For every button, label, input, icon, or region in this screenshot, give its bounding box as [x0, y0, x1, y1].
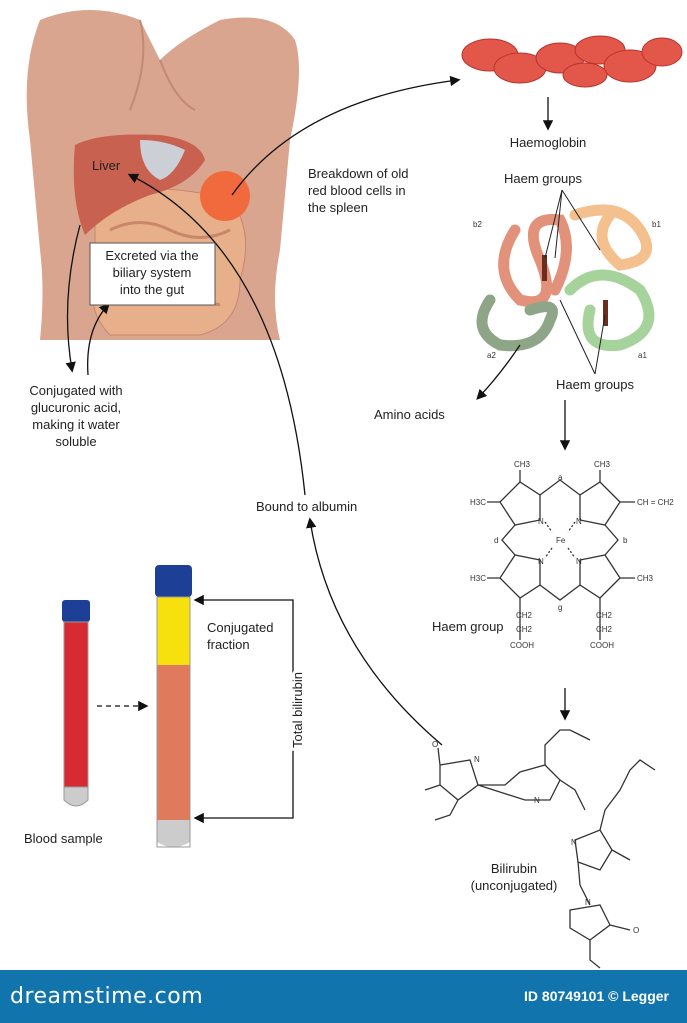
svg-text:CH2: CH2 — [596, 625, 613, 634]
svg-text:O: O — [633, 926, 639, 935]
bilirubin-structure — [424, 729, 656, 969]
svg-text:Haem groups: Haem groups — [556, 377, 635, 392]
svg-text:CH3: CH3 — [637, 574, 654, 583]
svg-text:into the gut: into the gut — [120, 282, 185, 297]
svg-text:N: N — [585, 898, 591, 907]
arrow-spleen-to-rbc — [231, 75, 461, 196]
svg-text:Conjugated with: Conjugated with — [29, 383, 122, 398]
haemoglobin-structure — [476, 204, 655, 352]
svg-text:N: N — [474, 755, 480, 764]
svg-text:making it water: making it water — [32, 417, 120, 432]
svg-text:(unconjugated): (unconjugated) — [471, 878, 558, 893]
svg-text:CH2: CH2 — [516, 611, 533, 620]
svg-text:Amino acids: Amino acids — [374, 407, 445, 422]
svg-text:fraction: fraction — [207, 637, 250, 652]
svg-text:red blood cells in: red blood cells in — [308, 183, 406, 198]
svg-text:N: N — [538, 557, 544, 566]
svg-text:Blood sample: Blood sample — [24, 831, 103, 846]
svg-text:biliary system: biliary system — [113, 265, 192, 280]
svg-text:COOH: COOH — [590, 641, 614, 650]
svg-text:b2: b2 — [473, 220, 482, 229]
haem-group-structure — [487, 470, 635, 640]
excreted-label-box — [89, 242, 216, 306]
svg-text:Bilirubin: Bilirubin — [491, 861, 537, 876]
total-bilirubin-bracket — [196, 599, 294, 819]
svg-text:soluble: soluble — [55, 434, 96, 449]
svg-text:N: N — [576, 557, 582, 566]
svg-text:N: N — [571, 838, 577, 847]
svg-text:N: N — [538, 517, 544, 526]
svg-text:N: N — [534, 796, 540, 805]
svg-text:Bound to albumin: Bound to albumin — [256, 499, 357, 514]
arrow-conjugation-to-gut — [87, 303, 110, 376]
arrow-albumin-to-liver — [127, 173, 306, 496]
svg-text:COOH: COOH — [510, 641, 534, 650]
svg-text:CH3: CH3 — [514, 460, 531, 469]
brand-logo[interactable]: dreamstime.com — [10, 984, 204, 1009]
svg-text:O: O — [432, 740, 438, 749]
svg-text:glucuronic acid,: glucuronic acid, — [31, 400, 121, 415]
svg-text:Fe: Fe — [556, 536, 566, 545]
svg-text:Total bilirubin: Total bilirubin — [290, 672, 305, 748]
arrow-bilirubin-to-albumin — [306, 517, 443, 746]
svg-text:Haem group: Haem group — [432, 619, 504, 634]
haem-labels: CH3 CH3 H3C CH = CH2 H3C CH3 Fe N N N N … — [470, 460, 674, 650]
svg-text:H3C: H3C — [470, 574, 486, 583]
svg-text:a2: a2 — [487, 351, 496, 360]
svg-text:d: d — [494, 536, 498, 545]
svg-text:b: b — [623, 536, 628, 545]
arrow-to-amino-acids — [476, 344, 521, 400]
svg-text:a: a — [558, 473, 563, 482]
svg-text:a1: a1 — [638, 351, 647, 360]
svg-text:Excreted via the: Excreted via the — [105, 248, 198, 263]
svg-text:Conjugated: Conjugated — [207, 620, 274, 635]
red-blood-cells — [461, 35, 683, 88]
arrow-liver-to-conjugation — [65, 224, 81, 373]
footer-bar: dreamstime.com ID 80749101 © Legger — [0, 970, 687, 1023]
svg-text:CH = CH2: CH = CH2 — [637, 498, 674, 507]
liver-label: Liver — [92, 158, 121, 173]
svg-text:Breakdown of old: Breakdown of old — [308, 166, 408, 181]
svg-text:b1: b1 — [652, 220, 661, 229]
spleen — [200, 171, 250, 221]
haemoglobin-label: Haemoglobin — [510, 135, 587, 150]
svg-text:N: N — [576, 517, 582, 526]
blood-sample-tube — [62, 600, 90, 807]
bilirubin-metabolism-diagram: CH3 CH3 H3C CH = CH2 H3C CH3 Fe N N N N … — [24, 10, 683, 969]
flow-arrows — [65, 75, 571, 824]
image-credit: ID 80749101 © Legger — [524, 988, 669, 1004]
svg-text:CH2: CH2 — [596, 611, 613, 620]
svg-text:g: g — [558, 603, 562, 612]
svg-text:the spleen: the spleen — [308, 200, 368, 215]
centrifuged-tube — [155, 565, 192, 848]
svg-text:CH2: CH2 — [516, 625, 533, 634]
svg-text:H3C: H3C — [470, 498, 486, 507]
svg-text:Haem groups: Haem groups — [504, 171, 583, 186]
svg-text:CH3: CH3 — [594, 460, 611, 469]
